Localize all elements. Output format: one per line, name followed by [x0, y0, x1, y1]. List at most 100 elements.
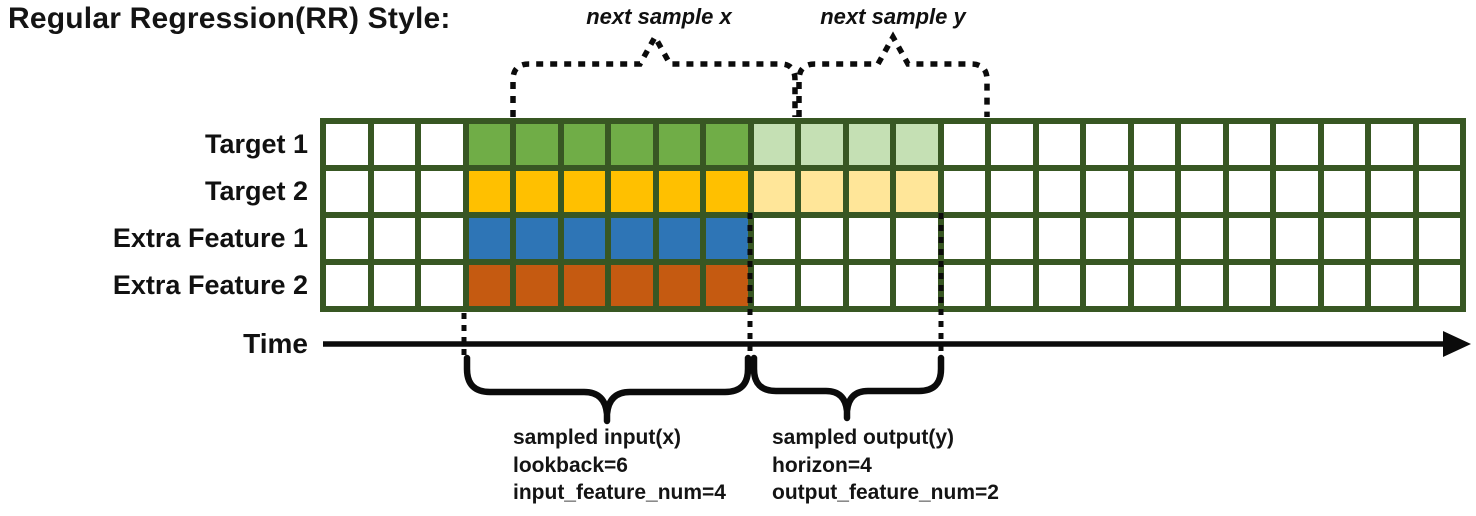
grid-cell [373, 124, 415, 165]
grid-cell [1418, 265, 1460, 306]
grid-cell [658, 265, 700, 306]
grid-cell [943, 124, 985, 165]
grid-cell [373, 218, 415, 259]
grid-cell [1323, 218, 1365, 259]
grid-cell [848, 218, 890, 259]
grid-cell [1371, 265, 1413, 306]
grid-cell [801, 171, 843, 212]
input-feature-num-value: input_feature_num=4 [513, 481, 726, 504]
grid-cell [468, 218, 510, 259]
grid-cell [421, 218, 463, 259]
grid-cell [943, 265, 985, 306]
grid-cell [896, 171, 938, 212]
grid-cell [1228, 265, 1270, 306]
grid-cell [516, 218, 558, 259]
grid-cell [563, 124, 605, 165]
grid-cell [1038, 265, 1080, 306]
grid-cell [896, 265, 938, 306]
grid-cell [421, 265, 463, 306]
grid-cell [1276, 265, 1318, 306]
grid-cell [373, 265, 415, 306]
grid-cell [1276, 218, 1318, 259]
grid-cell [611, 124, 653, 165]
grid-cell [326, 124, 368, 165]
grid-cell [753, 218, 795, 259]
grid-cell [1181, 218, 1223, 259]
grid-cell [563, 265, 605, 306]
grid-cell [1181, 265, 1223, 306]
grid-cell [1086, 218, 1128, 259]
grid-cell [1133, 171, 1175, 212]
grid-cell [1371, 171, 1413, 212]
grid-cell [848, 265, 890, 306]
grid-cell [611, 265, 653, 306]
grid-cell [611, 171, 653, 212]
grid-cell [1086, 171, 1128, 212]
grid-cell [1038, 124, 1080, 165]
grid-cell [326, 265, 368, 306]
grid-cell [1133, 265, 1175, 306]
grid-cell [991, 218, 1033, 259]
grid-cell [658, 124, 700, 165]
sampled-input-brace [463, 354, 752, 425]
grid-cell [753, 171, 795, 212]
grid-cell [991, 265, 1033, 306]
next-sample-x-brace [510, 31, 798, 117]
sampled-input-annotation: sampled input(x) lookback=6 input_featur… [513, 424, 726, 507]
grid-cell [1276, 171, 1318, 212]
grid-cell [1133, 124, 1175, 165]
grid-cell [896, 218, 938, 259]
grid-cell [1418, 124, 1460, 165]
grid-cell [753, 265, 795, 306]
grid-cell [1228, 218, 1270, 259]
page-title: Regular Regression(RR) Style: [8, 2, 451, 35]
grid-cell [468, 171, 510, 212]
grid-cell [801, 265, 843, 306]
grid-cell [1228, 124, 1270, 165]
row-label-target-1: Target 1 [204, 129, 308, 159]
row-label-extra-feature-2: Extra Feature 2 [112, 270, 308, 300]
grid-cell [848, 124, 890, 165]
grid-cell [1371, 124, 1413, 165]
time-axis-arrow [323, 331, 1471, 357]
grid-cell [421, 124, 463, 165]
horizon-value: horizon=4 [772, 453, 872, 477]
next-sample-y-label: next sample y [820, 4, 966, 29]
next-sample-x-label: next sample x [586, 4, 732, 29]
grid-cell [1323, 171, 1365, 212]
grid-cell [1323, 265, 1365, 306]
sampled-output-title: sampled output(y) [772, 426, 954, 449]
grid-cell [1038, 171, 1080, 212]
grid-cell [801, 218, 843, 259]
grid-cell [468, 124, 510, 165]
grid-cell [658, 171, 700, 212]
grid-cell [1276, 124, 1318, 165]
grid-cell [516, 124, 558, 165]
grid-cell [991, 171, 1033, 212]
grid-cell [706, 171, 748, 212]
grid-cell [943, 171, 985, 212]
grid-cell [801, 124, 843, 165]
output-feature-num-value: output_feature_num=2 [772, 481, 999, 504]
grid-cell [468, 265, 510, 306]
grid-cell [706, 265, 748, 306]
grid-cell [706, 218, 748, 259]
time-axis-label: Time [243, 328, 308, 359]
grid-cell [326, 171, 368, 212]
sampled-input-title: sampled input(x) [513, 426, 682, 449]
grid-cell [658, 218, 700, 259]
grid-cell [1086, 124, 1128, 165]
grid-cell [1228, 171, 1270, 212]
grid-cell [1086, 265, 1128, 306]
grid-cell [1371, 218, 1413, 259]
grid-cell [563, 218, 605, 259]
lookback-value: lookback=6 [513, 453, 628, 477]
grid-cell [611, 218, 653, 259]
grid-cell [943, 218, 985, 259]
grid-cell [1418, 218, 1460, 259]
grid-cell [1133, 218, 1175, 259]
row-label-target-2: Target 2 [204, 176, 308, 206]
sampled-output-annotation: sampled output(y) horizon=4 output_featu… [772, 424, 999, 507]
next-sample-y-brace [796, 31, 990, 117]
